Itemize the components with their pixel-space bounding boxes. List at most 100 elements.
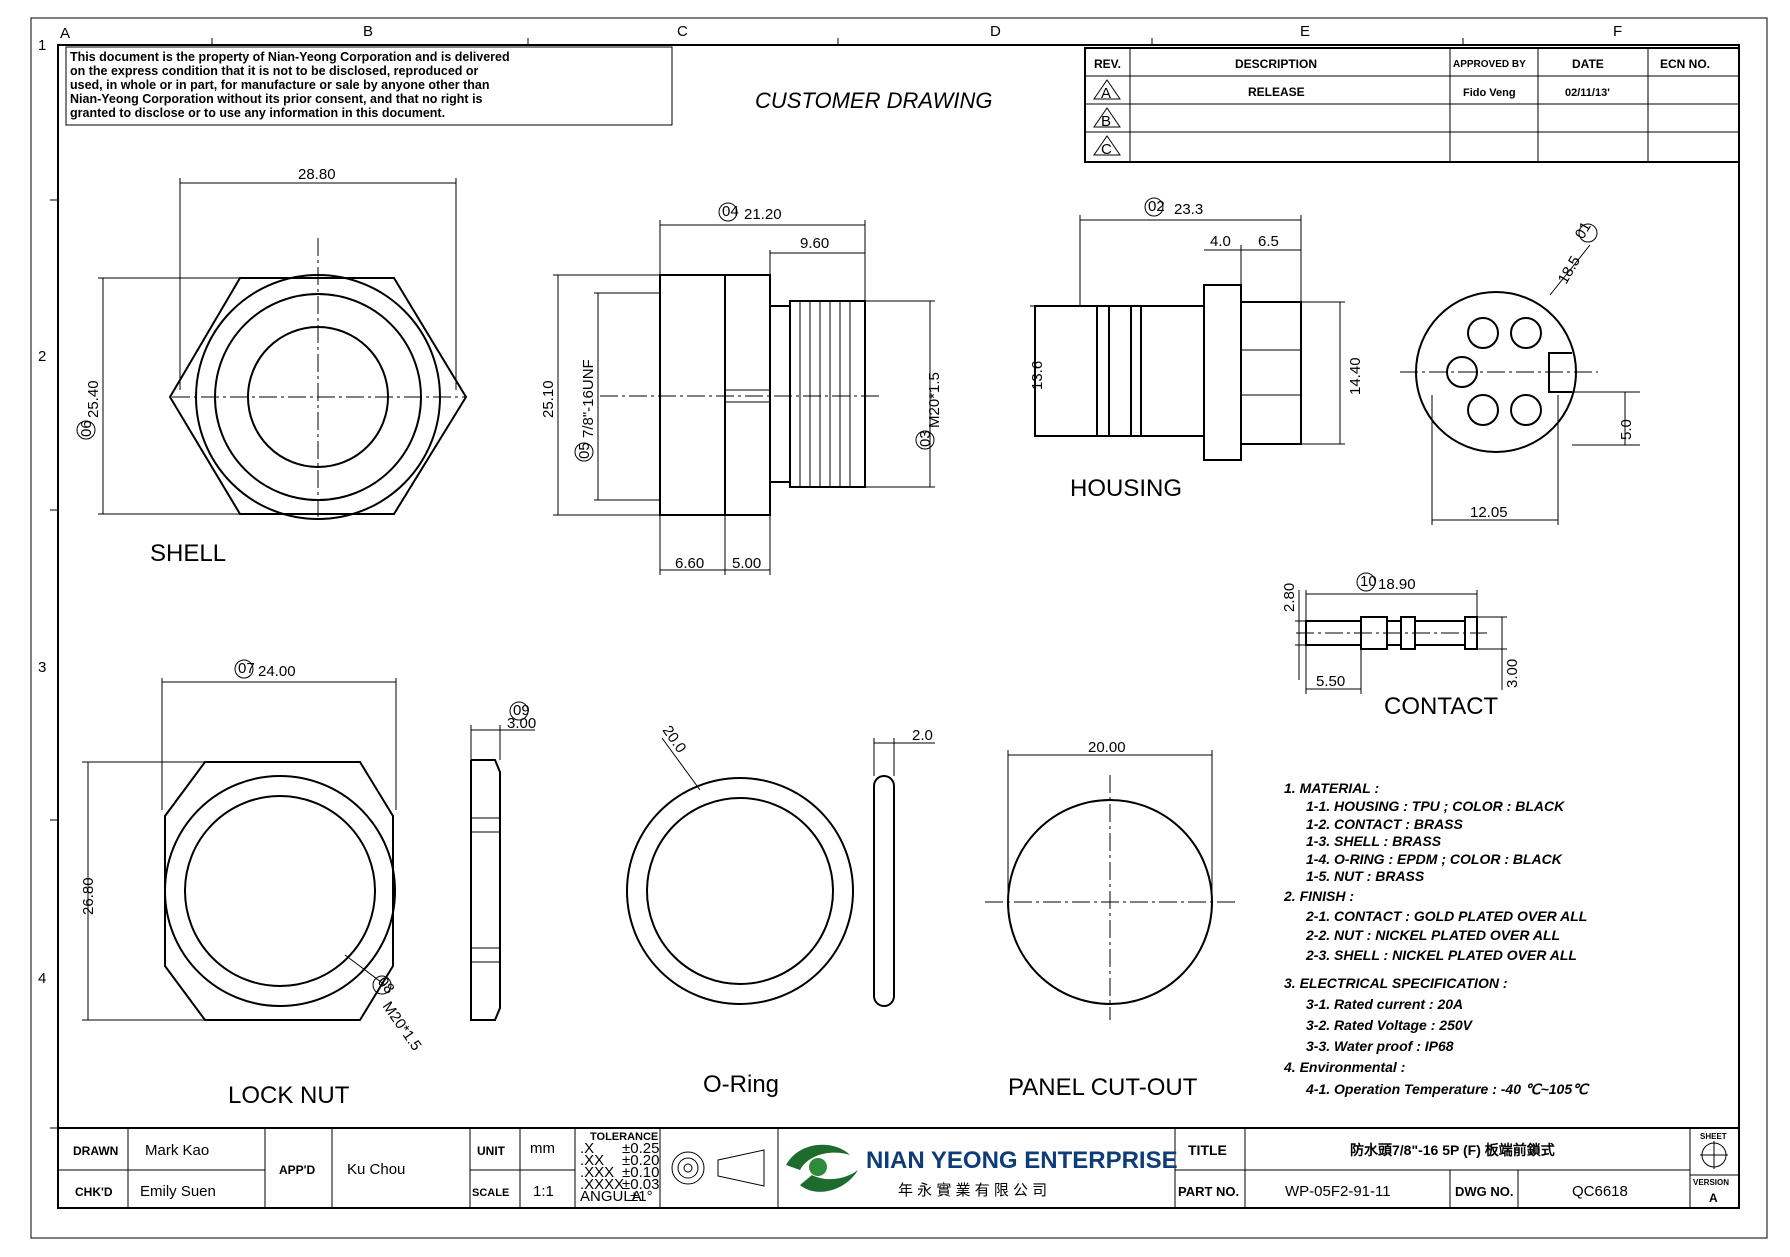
side-overall-balloon: 04 xyxy=(722,203,739,220)
spec-notes: 1. MATERIAL : 1-1. HOUSING : TPU ; COLOR… xyxy=(1283,780,1590,1097)
nut-side-balloon: 09 xyxy=(513,702,530,719)
oring-outer xyxy=(626,777,854,1005)
housing-right-dia: 14.40 xyxy=(1347,357,1364,395)
title-label: TITLE xyxy=(1188,1142,1227,1158)
nut-side-outline xyxy=(470,759,501,1021)
tolerance-key: ANGULA xyxy=(580,1188,642,1205)
side-seg1-dim: 6.60 xyxy=(675,555,704,572)
note-line: 4-1. Operation Temperature : -40 ℃~105℃ xyxy=(1305,1081,1590,1097)
tolerance-key: .XX xyxy=(580,1152,604,1169)
lock-nut-width-balloon: 07 xyxy=(238,660,255,677)
lock-nut-view: 07 24.00 26.80 08 M20*1.5 LOCK NUT xyxy=(80,659,425,1109)
shell-width-dim: 28.80 xyxy=(298,166,336,183)
balloon-07 xyxy=(234,659,254,679)
nut-side-thick-dim: 3.00 xyxy=(507,715,536,732)
lock-nut-width-dim: 24.00 xyxy=(258,663,296,680)
company-name-cn: 年 永 實 業 有 限 公 司 xyxy=(898,1181,1047,1199)
note-line: 1-1. HOUSING : TPU ; COLOR : BLACK xyxy=(1306,798,1565,814)
nut-side-view: 09 3.00 xyxy=(470,701,536,1021)
column-labels: A B C D E F xyxy=(60,23,1622,42)
part-label: PART NO. xyxy=(1178,1184,1239,1199)
balloon-05 xyxy=(574,442,594,462)
balloon-10 xyxy=(1356,572,1376,592)
inner-border xyxy=(57,44,1740,1209)
outer-border xyxy=(30,17,1768,1239)
scale-label: SCALE xyxy=(472,1187,509,1199)
face-dia-balloon: 01 xyxy=(1572,219,1595,242)
oring-label: O-Ring xyxy=(703,1071,779,1098)
notice-line: granted to disclose or to use any inform… xyxy=(70,106,445,120)
chkd-value: Emily Suen xyxy=(140,1183,216,1200)
rev-header: REV. xyxy=(1094,57,1121,71)
contact-hole xyxy=(1467,317,1499,349)
revision-table: REV. DESCRIPTION APPROVED BY DATE ECN NO… xyxy=(1084,47,1740,163)
face-key-dim: 5.0 xyxy=(1618,419,1635,440)
unit-value: mm xyxy=(530,1140,555,1157)
side-metric-balloon: 03 xyxy=(917,430,934,447)
side-metric-dim: M20*1.5 xyxy=(926,372,943,428)
zone-ticks xyxy=(50,38,1464,1129)
lock-nut-height-dim: 26.80 xyxy=(80,877,97,915)
dwg-value: QC6618 xyxy=(1572,1183,1628,1200)
balloon-01 xyxy=(1578,223,1598,243)
oring-inner xyxy=(646,797,834,985)
side-thread-length: 9.60 xyxy=(800,235,829,252)
note-line: 2-3. SHELL : NICKEL PLATED OVER ALL xyxy=(1305,947,1577,963)
shell-view: 28.80 25.40 06 SHELL xyxy=(76,166,468,567)
housing-overall-dim: 23.3 xyxy=(1174,201,1203,218)
notice-line: Nian-Yeong Corporation without its prior… xyxy=(70,92,483,106)
col-label-a: A xyxy=(60,25,70,42)
balloon-09 xyxy=(509,701,529,721)
side-seg2-dim: 5.00 xyxy=(732,555,761,572)
note-line: 1. MATERIAL : xyxy=(1284,780,1379,796)
contact-length-dim: 18.90 xyxy=(1378,576,1416,593)
balloon-02 xyxy=(1144,197,1164,217)
notice-line: used, in whole or in part, for manufactu… xyxy=(70,78,490,92)
note-line: 1-2. CONTACT : BRASS xyxy=(1306,816,1464,832)
contact-tip-dim: 5.50 xyxy=(1316,673,1345,690)
sheet-crosshair-icon xyxy=(1700,1141,1728,1169)
note-line: 2-2. NUT : NICKEL PLATED OVER ALL xyxy=(1305,927,1560,943)
side-unf-dim: 7/8"-16UNF xyxy=(580,359,597,438)
row-label-4: 4 xyxy=(38,970,46,987)
drawn-value: Mark Kao xyxy=(145,1142,209,1159)
note-line: 3-2. Rated Voltage : 250V xyxy=(1306,1017,1474,1033)
housing-left-dia: 13.6 xyxy=(1029,361,1046,390)
date-header: DATE xyxy=(1572,57,1604,71)
housing-overall-balloon: 02 xyxy=(1148,198,1165,215)
version-value: A xyxy=(1709,1191,1718,1205)
appd-label: APP'D xyxy=(279,1163,316,1177)
panel-dia-dim: 20.00 xyxy=(1088,739,1126,756)
rev-a-date: 02/11/13' xyxy=(1565,87,1610,99)
col-label-c: C xyxy=(677,23,688,40)
balloon-06 xyxy=(76,420,96,440)
contact-body-dim: 3.00 xyxy=(1504,659,1521,688)
contact-hole xyxy=(1510,317,1542,349)
rev-b: B xyxy=(1101,113,1111,130)
contact-label: CONTACT xyxy=(1384,693,1499,720)
oring-view: 20.0 2.0 O-Ring xyxy=(626,723,935,1098)
panel-label: PANEL CUT-OUT xyxy=(1008,1074,1198,1101)
note-line: 2-1. CONTACT : GOLD PLATED OVER ALL xyxy=(1305,908,1587,924)
side-overall-dim: 21.20 xyxy=(744,206,782,223)
notice-line: on the express condition that it is not … xyxy=(70,64,479,78)
lock-nut-thread-dim: M20*1.5 xyxy=(379,999,425,1055)
chkd-label: CHK'D xyxy=(75,1185,113,1199)
rev-a-approved: Fido Veng xyxy=(1463,87,1516,99)
note-line: 2. FINISH : xyxy=(1283,888,1354,904)
balloon-04 xyxy=(718,202,738,222)
description-header: DESCRIPTION xyxy=(1235,57,1317,71)
shell-height-dim: 25.40 xyxy=(85,380,102,418)
row-label-1: 1 xyxy=(38,37,46,54)
property-notice-box xyxy=(65,46,673,126)
drawing-heading: CUSTOMER DRAWING xyxy=(755,88,993,113)
property-notice: This document is the property of Nian-Ye… xyxy=(70,50,510,120)
oring-thick-dim: 2.0 xyxy=(912,727,933,744)
face-width-dim: 12.05 xyxy=(1470,504,1508,521)
sheet-label: SHEET xyxy=(1700,1132,1727,1141)
shell-side-view: 04 21.20 9.60 25.10 05 7/8"-16UNF 03 M20… xyxy=(540,202,943,575)
rev-triangle-icon xyxy=(1093,135,1121,156)
panel-cutout-view: 20.00 PANEL CUT-OUT xyxy=(985,739,1235,1101)
tolerance-value: ±0.25 xyxy=(622,1140,659,1157)
